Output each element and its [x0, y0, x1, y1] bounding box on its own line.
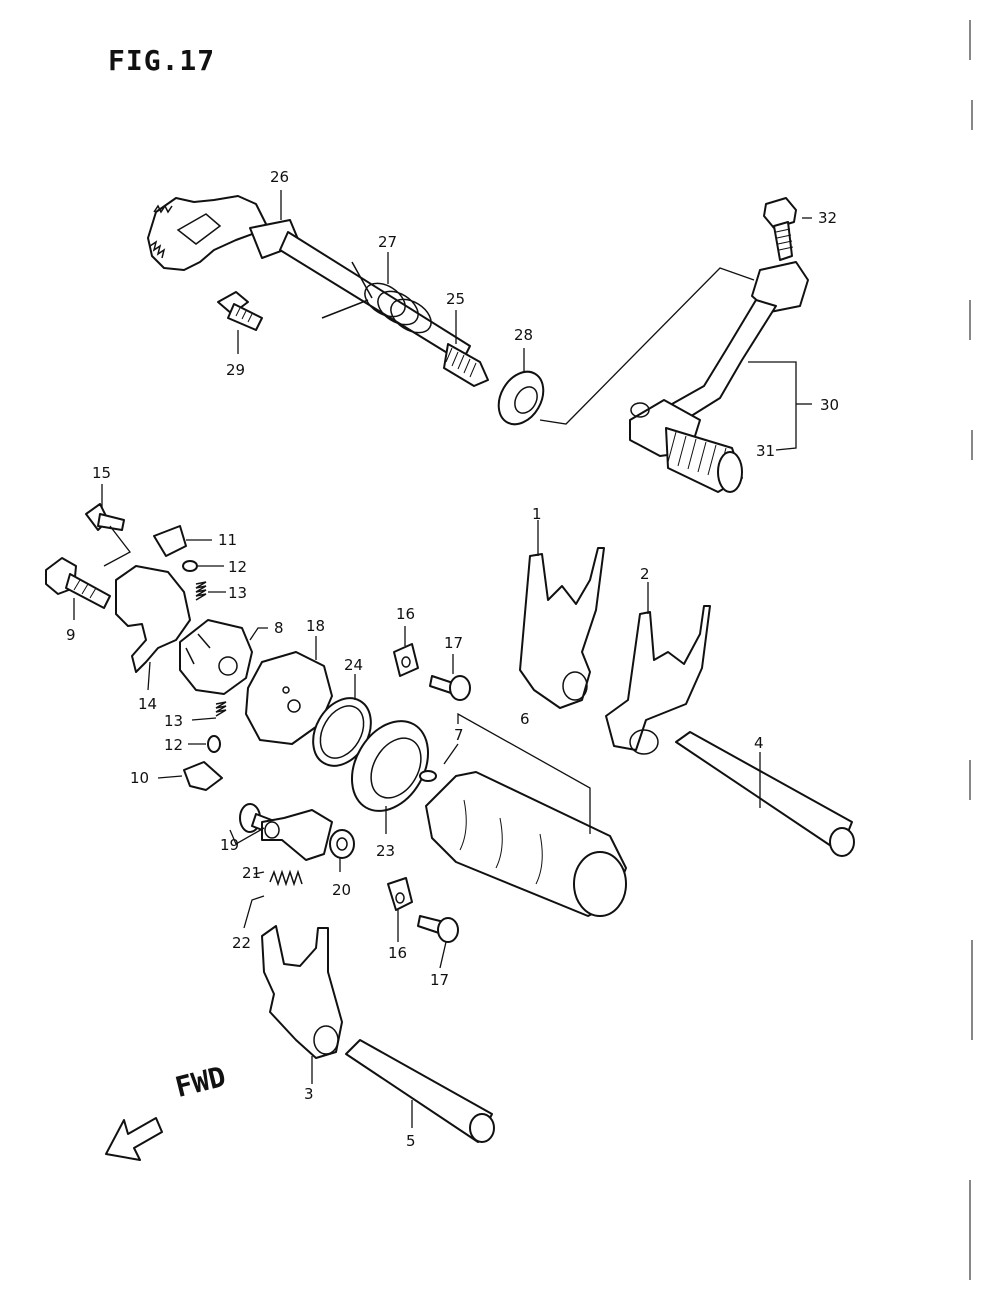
pin-12-lower: [207, 735, 221, 753]
shaft-bolt-29: [217, 291, 263, 331]
spring-22: [269, 869, 303, 887]
shift-fork-1: [519, 547, 605, 709]
pin-7: [419, 770, 437, 782]
screw-17-upper: [429, 675, 471, 701]
callout-5: 5: [406, 1132, 416, 1150]
callout-6: 6: [520, 710, 530, 728]
callout-19: 19: [220, 836, 239, 854]
scan-margin-marks: [969, 20, 973, 1280]
fwd-arrow-icon: [105, 1117, 163, 1161]
stopper-10: [183, 761, 223, 791]
callout-32: 32: [818, 209, 837, 227]
guide-plate-16-lower: [387, 877, 413, 911]
callout-17-upper: 17: [444, 634, 463, 652]
callout-13-lower: 13: [164, 712, 183, 730]
shift-rubber-31: [665, 427, 743, 493]
return-spring-27: [321, 261, 432, 334]
callout-18: 18: [306, 617, 325, 635]
gearshift-shaft-26: [147, 195, 471, 363]
screw-15: [85, 503, 125, 531]
callout-25: 25: [446, 290, 465, 308]
callout-28: 28: [514, 326, 533, 344]
stopper-arm-21: [261, 809, 333, 861]
screw-17-lower: [417, 915, 459, 943]
leader-lines: [73, 190, 812, 1128]
callout-21: 21: [242, 864, 261, 882]
washer-20: [329, 829, 355, 859]
callout-31: 31: [756, 442, 775, 460]
callout-20: 20: [332, 881, 351, 899]
callout-7: 7: [454, 726, 464, 744]
gear-shift-cam-drum-6: [425, 771, 627, 917]
gear-shift-cam-8: [179, 619, 253, 695]
callout-labels: 1 2 3 4 5 6 7 8 9 10 11 12 12 13 13 14 1…: [66, 168, 839, 1150]
callout-29: 29: [226, 361, 245, 379]
shift-fork-2: [605, 605, 711, 755]
figure-title: FIG.17: [108, 44, 216, 77]
callout-2: 2: [640, 565, 650, 583]
callout-1: 1: [532, 505, 542, 523]
fork-shaft-5: [345, 1039, 495, 1143]
bolt-9: [45, 557, 111, 609]
oil-seal-28: [497, 370, 545, 426]
callout-17-lower: 17: [430, 971, 449, 989]
guide-plate-16-upper: [393, 643, 419, 677]
lever-bolt-32: [763, 197, 797, 261]
callout-15: 15: [92, 464, 111, 482]
gearshift-lever-30: [629, 261, 809, 457]
callout-16-lower: 16: [388, 944, 407, 962]
callout-9: 9: [66, 626, 76, 644]
callout-26: 26: [270, 168, 289, 186]
callout-16-upper: 16: [396, 605, 415, 623]
spring-13-lower: [215, 701, 227, 717]
callout-12-upper: 12: [228, 558, 247, 576]
callout-24: 24: [344, 656, 363, 674]
cam-stopper-plate-14: [115, 565, 191, 673]
shift-fork-3: [261, 925, 343, 1059]
callout-3: 3: [304, 1085, 314, 1103]
fork-shaft-4: [675, 731, 855, 857]
callout-27: 27: [378, 233, 397, 251]
callout-30: 30: [820, 396, 839, 414]
pin-12-upper: [182, 560, 198, 572]
callout-23: 23: [376, 842, 395, 860]
callout-22: 22: [232, 934, 251, 952]
callout-14: 14: [138, 695, 157, 713]
callout-8: 8: [274, 619, 284, 637]
callout-12-lower: 12: [164, 736, 183, 754]
callout-11: 11: [218, 531, 237, 549]
callout-13-upper: 13: [228, 584, 247, 602]
spring-13-upper: [195, 581, 207, 601]
bearing-23: [351, 720, 429, 812]
callout-4: 4: [754, 734, 764, 752]
shaft-splines-25: [443, 343, 489, 387]
callout-10: 10: [130, 769, 149, 787]
pin-11: [153, 525, 187, 557]
